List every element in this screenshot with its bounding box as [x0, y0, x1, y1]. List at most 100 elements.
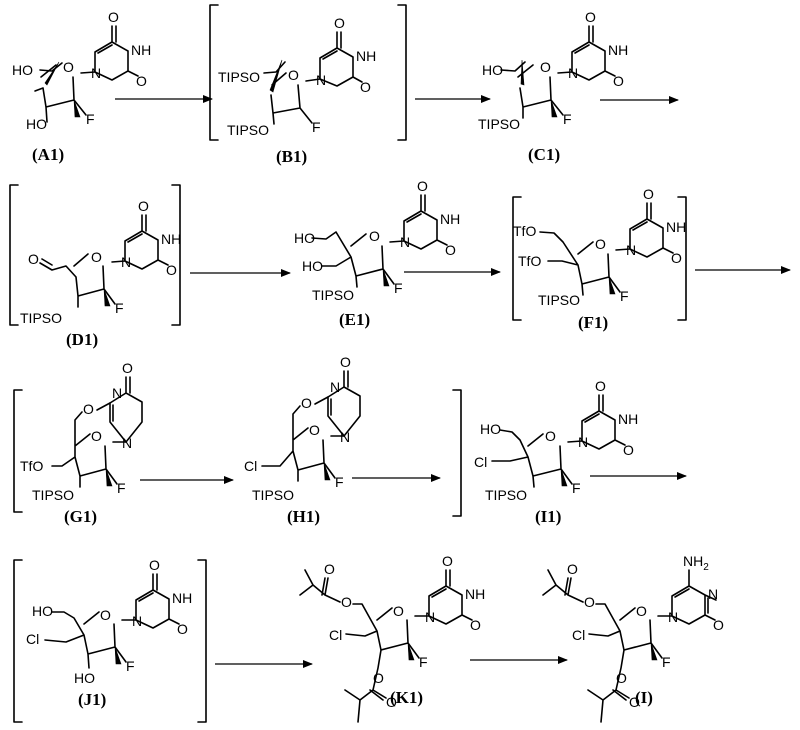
n3: NH: [356, 48, 376, 64]
carbonyl-o2: O: [671, 250, 682, 266]
ester-5-carbonyl: O: [567, 561, 578, 577]
n1: N: [668, 609, 678, 625]
fluorine: F: [620, 288, 629, 304]
caption-c1: (C1): [528, 145, 560, 164]
hydroxyl-5: HO: [482, 62, 503, 78]
compound-k1: O O O Cl O O F N NH O O (K1): [299, 553, 485, 723]
n3: NH: [618, 411, 638, 427]
carbonyl-o4: O: [442, 553, 453, 569]
caption-b1: (B1): [276, 147, 307, 166]
compound-d1: O O TIPSO F N NH O O (D1): [9, 184, 181, 349]
ring-oxygen: O: [91, 428, 102, 444]
caption-k1: (K1): [390, 688, 423, 707]
n1: N: [626, 242, 636, 258]
n1: N: [340, 429, 350, 445]
n3: NH: [172, 590, 192, 606]
n1: N: [316, 72, 326, 88]
fluorine: F: [563, 111, 572, 127]
chloro-4: Cl: [244, 458, 257, 474]
n1: N: [122, 435, 132, 451]
hydroxyl-5: HO: [12, 62, 33, 78]
ester-3-oxygen: O: [616, 670, 627, 686]
triflate-5: TfO: [513, 223, 536, 239]
ester-5-carbonyl: O: [324, 561, 335, 577]
n1: N: [132, 613, 142, 629]
n3: N: [330, 379, 340, 395]
carbonyl-o2: O: [177, 621, 188, 637]
n1: N: [91, 65, 101, 81]
compound-j1: O HO Cl HO F N NH O O (J1): [13, 557, 207, 723]
bridge-oxygen: O: [83, 401, 94, 417]
caption-h1: (H1): [287, 507, 320, 526]
carbonyl-o2: O: [713, 617, 724, 633]
carbonyl-o4: O: [138, 198, 149, 214]
carbonyl-o2: O: [360, 79, 371, 95]
caption-g1: (G1): [64, 507, 97, 526]
caption-e1: (E1): [339, 310, 370, 329]
n1: N: [425, 609, 435, 625]
ring-oxygen: O: [540, 59, 551, 75]
tipso-3: TIPSO: [485, 487, 527, 503]
amino-group: NH2: [683, 553, 709, 573]
fluorine: F: [419, 654, 428, 670]
ring-oxygen: O: [393, 603, 404, 619]
n3: NH: [465, 586, 485, 602]
carbonyl-o4: O: [595, 378, 606, 394]
ring-oxygen: O: [369, 228, 380, 244]
compound-c1: O HO TIPSO F N NH O O (C1): [478, 9, 628, 164]
ring-oxygen: O: [636, 603, 647, 619]
hydroxyl-5: HO: [32, 603, 53, 619]
n3: NH: [131, 42, 151, 58]
ester-5-oxygen: O: [584, 594, 595, 610]
hydroxyl-5: HO: [480, 421, 501, 437]
hydroxyl-4: HO: [302, 258, 323, 274]
carbonyl-o2: O: [623, 442, 634, 458]
chloro-4: Cl: [572, 627, 585, 643]
tipso-5: TIPSO: [218, 69, 260, 85]
tipso-3: TIPSO: [227, 122, 269, 138]
ring-oxygen: O: [595, 236, 606, 252]
carbonyl-o2: O: [136, 73, 147, 89]
n1: N: [400, 234, 410, 250]
caption-f1: (F1): [578, 313, 608, 332]
chloro-4: Cl: [26, 631, 39, 647]
compound-g1: O O TfO TIPSO F N N O (G1): [13, 360, 143, 526]
fluorine: F: [572, 480, 581, 496]
n3: N: [112, 385, 122, 401]
n3: NH: [666, 219, 686, 235]
hydroxyl-3: HO: [74, 670, 95, 686]
hydroxyl-3: HO: [26, 116, 47, 132]
compound-f1: O TfO TfO TIPSO F N NH O O (F1): [512, 186, 687, 332]
triflate-4: TfO: [20, 458, 43, 474]
carbonyl-o2: O: [445, 242, 456, 258]
tipso-3: TIPSO: [20, 310, 62, 326]
caption-i1: (I1): [535, 507, 561, 526]
compound-a1: O HO HO F N NH O O (A1): [12, 9, 151, 164]
ester-3-carbonyl: O: [386, 694, 397, 710]
ring-oxygen: O: [91, 249, 102, 265]
caption-a1: (A1): [32, 145, 64, 164]
ester-5-oxygen: O: [341, 594, 352, 610]
bridge-oxygen: O: [301, 395, 312, 411]
compound-e1: O HO HO TIPSO F N NH O O (E1): [294, 178, 460, 329]
fluorine: F: [126, 658, 135, 674]
carbonyl-o4: O: [108, 9, 119, 25]
tipso-3: TIPSO: [538, 292, 580, 308]
tipso-3: TIPSO: [478, 116, 520, 132]
fluorine: F: [86, 111, 95, 127]
n3: NH: [608, 42, 628, 58]
compound-b1: O TIPSO TIPSO F N NH O O (B1): [209, 4, 407, 166]
carbonyl-o2: O: [613, 73, 624, 89]
aldehyde-oxygen: O: [28, 251, 39, 267]
ring-oxygen: O: [100, 607, 111, 623]
chloro-4: Cl: [474, 454, 487, 470]
tipso-3: TIPSO: [32, 487, 74, 503]
fluorine: F: [335, 474, 344, 490]
carbonyl-o4: O: [585, 9, 596, 25]
ring-oxygen: O: [545, 428, 556, 444]
fluorine: F: [117, 480, 126, 496]
fluorine: F: [115, 300, 124, 316]
fluorine: F: [662, 654, 671, 670]
fluorine: F: [312, 119, 321, 135]
n3: NH: [440, 211, 460, 227]
